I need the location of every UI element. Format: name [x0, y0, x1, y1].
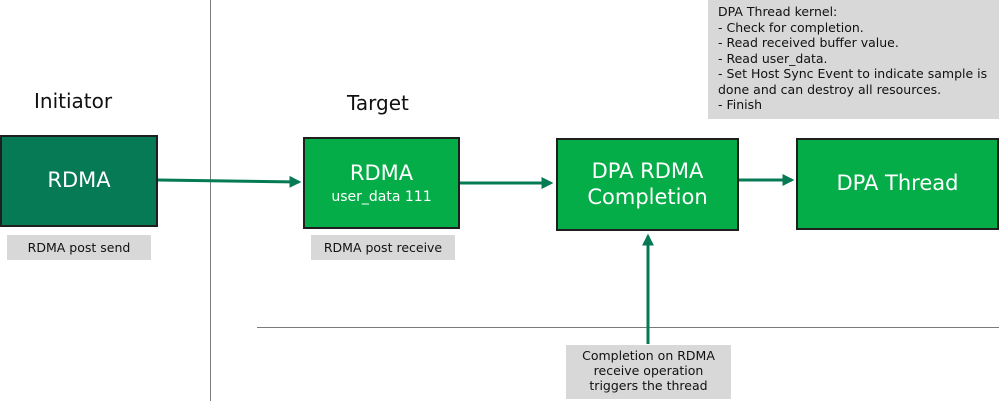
trigger-note: Completion on RDMA receive operation tri…	[566, 345, 731, 399]
trigger-note-line: Completion on RDMA	[582, 348, 715, 363]
post-send-note: RDMA post send	[7, 235, 151, 260]
initiator-label: Initiator	[34, 89, 113, 113]
completion-title-line2: Completion	[587, 184, 708, 209]
target-rdma-user-data: user_data 111	[331, 189, 432, 206]
kernel-note-line: - Set Host Sync Event to indicate sample…	[718, 66, 988, 81]
completion-title-line1: DPA RDMA	[591, 159, 704, 184]
target-label: Target	[347, 91, 409, 115]
kernel-note-line: DPA Thread kernel:	[718, 4, 838, 19]
target-rdma-title: RDMA	[349, 160, 414, 185]
kernel-note-line: - Finish	[718, 97, 763, 112]
kernel-note-line: - Check for completion.	[718, 19, 864, 35]
initiator-rdma-title: RDMA	[47, 168, 111, 193]
post-receive-note: RDMA post receive	[311, 235, 455, 260]
kernel-note-line: done and can destroy all resources.	[718, 81, 942, 97]
kernel-note-line: - Read user_data.	[718, 50, 828, 66]
dpa-thread-title: DPA Thread	[836, 171, 959, 196]
initiator-rdma-box: RDMA	[0, 135, 158, 227]
dpa-thread-box: DPA Thread	[796, 138, 999, 230]
trigger-note-line: receive operation	[593, 363, 704, 378]
dpa-rdma-completion-box: DPA RDMA Completion	[556, 138, 739, 231]
kernel-note-line: - Read received buffer value.	[718, 35, 899, 50]
horizontal-divider	[257, 327, 999, 328]
target-rdma-box: RDMA user_data 111	[303, 137, 460, 229]
initiator-target-divider	[210, 0, 211, 401]
send-arrow	[157, 175, 302, 188]
trigger-note-line: triggers the thread	[589, 378, 708, 393]
dpa-thread-kernel-note: DPA Thread kernel: - Check for completio…	[708, 0, 999, 119]
